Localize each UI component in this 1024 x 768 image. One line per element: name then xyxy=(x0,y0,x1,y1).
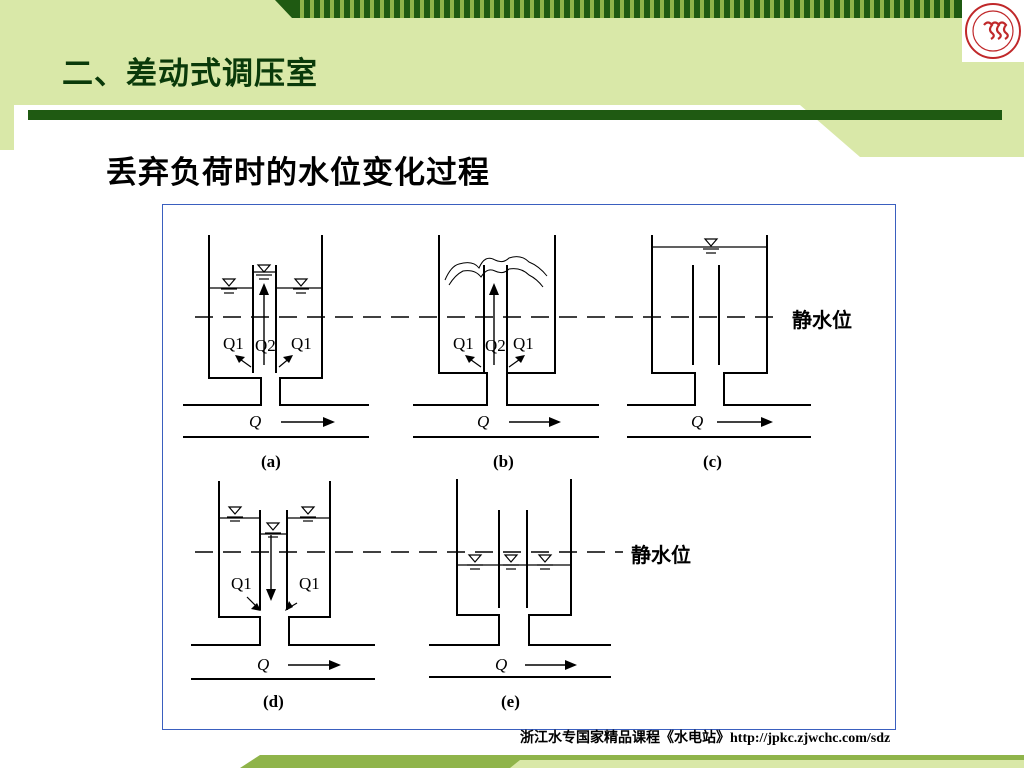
static-level-label-top: 静水位 xyxy=(792,308,852,332)
panel-d-right-label: Q1 xyxy=(299,574,320,593)
panel-d-pipe-label: Q xyxy=(257,655,269,674)
slide-subtitle: 丢弃负荷时的水位变化过程 xyxy=(106,155,490,191)
water-level-symbols xyxy=(221,238,719,570)
footer-course-credit: 浙江水专国家精品课程《水电站》http://jpkc.zjwchc.com/sd… xyxy=(520,731,891,746)
panel-e-caption: (e) xyxy=(501,692,520,711)
panel-c-caption: (c) xyxy=(703,452,722,471)
panel-b-left-label: Q1 xyxy=(453,334,474,353)
panel-d xyxy=(191,481,375,680)
panel-e-pipe-label: Q xyxy=(495,655,507,674)
flow-arrowheads xyxy=(235,283,773,670)
slide-title: 二、差动式调压室 xyxy=(62,56,318,92)
panel-a-pipe-label: Q xyxy=(249,412,261,431)
panel-a-left-label: Q1 xyxy=(223,334,244,353)
panel-e xyxy=(429,479,611,678)
panel-b-pipe-label: Q xyxy=(477,412,489,431)
panel-b xyxy=(413,235,599,438)
panel-d-left-label: Q1 xyxy=(231,574,252,593)
static-level-label-bottom: 静水位 xyxy=(631,543,691,567)
panel-b-caption: (b) xyxy=(493,452,514,471)
panel-a xyxy=(183,235,369,438)
panel-c-pipe-label: Q xyxy=(691,412,703,431)
panel-d-caption: (d) xyxy=(263,692,284,711)
panel-c xyxy=(627,235,811,438)
panel-a-right-label: Q1 xyxy=(291,334,312,353)
surge-chamber-figure: 静水位 静水位 xyxy=(162,204,896,730)
panel-a-center-label: Q2 xyxy=(255,336,276,355)
panel-b-center-label: Q2 xyxy=(485,336,506,355)
panel-b-right-label: Q1 xyxy=(513,334,534,353)
school-logo-icon xyxy=(962,0,1024,62)
panel-a-caption: (a) xyxy=(261,452,281,471)
